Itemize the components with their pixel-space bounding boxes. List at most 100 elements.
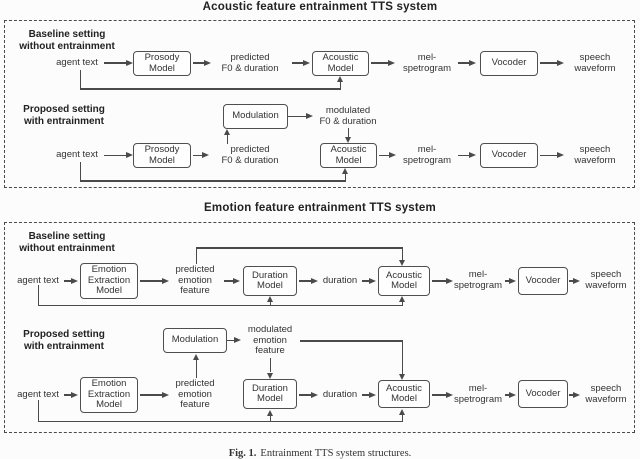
vocoder-label: Vocoder <box>525 274 561 286</box>
acoustic-model-box: Acoustic Model <box>320 143 377 168</box>
connector-line <box>227 135 229 144</box>
connector-line <box>345 173 347 181</box>
connector-line <box>140 394 163 396</box>
acoustic-system-frame <box>4 20 635 188</box>
connector-line <box>196 247 403 249</box>
connector-line <box>196 359 198 378</box>
mel-spectrogram-label: mel- spetrogram <box>402 144 452 166</box>
agent-text-label: agent text <box>17 275 59 286</box>
speech-waveform-label: speech waveform <box>585 383 627 405</box>
emotion-extraction-model-box: Emotion Extraction Model <box>80 263 138 299</box>
connector-line <box>193 62 205 64</box>
modulation-box: Modulation <box>223 104 288 129</box>
duration-model-label: Duration Model <box>252 269 288 291</box>
connector-line <box>362 280 370 282</box>
acoustic-model-box: Acoustic Model <box>378 380 430 408</box>
connector-line <box>288 115 307 118</box>
acoustic-model-label: Acoustic Model <box>322 52 359 74</box>
connector-line <box>402 300 404 305</box>
acoustic-proposed-label: Proposed setting with entrainment <box>23 104 105 127</box>
connector-line <box>80 162 82 182</box>
connector-line <box>299 394 312 396</box>
connector-line <box>458 154 470 157</box>
arrowhead-right <box>389 152 396 158</box>
connector-line <box>38 285 40 306</box>
emotion-extraction-model-box: Emotion Extraction Model <box>80 377 138 413</box>
connector-line <box>196 248 198 264</box>
arrowhead-right <box>303 59 310 66</box>
speech-waveform-label: speech waveform <box>574 144 616 166</box>
connector-line <box>540 62 558 64</box>
arrowhead-right <box>369 391 376 398</box>
arrowhead-right <box>557 59 564 66</box>
figure-caption-number: Fig. 1. <box>228 448 257 459</box>
emotion-system-frame <box>4 222 635 433</box>
arrowhead-up <box>399 295 405 302</box>
modulated-emotion-label: modulated emotion feature <box>247 324 293 356</box>
arrowhead-down <box>399 259 405 266</box>
connector-line <box>140 280 163 282</box>
connector-line <box>270 300 272 305</box>
modulated-f0-label: modulated F0 & duration <box>319 105 377 127</box>
arrowhead-down <box>267 372 273 379</box>
arrowhead-right <box>311 277 318 284</box>
connector-line <box>379 154 390 157</box>
arrowhead-right <box>557 152 564 158</box>
connector-line <box>402 341 404 374</box>
connector-line <box>362 394 370 396</box>
connector-line <box>569 280 574 282</box>
connector-line <box>432 394 447 396</box>
connector-line <box>38 420 403 422</box>
arrowhead-right <box>204 59 211 66</box>
emotion-system-title: Emotion feature entrainment TTS system <box>204 202 436 214</box>
connector-line <box>64 280 72 282</box>
arrowhead-up <box>399 408 405 415</box>
arrowhead-right <box>202 152 209 158</box>
arrowhead-right <box>446 277 453 284</box>
arrowhead-right <box>126 152 133 158</box>
arrowhead-right <box>573 277 580 284</box>
emotion-extraction-model-label: Emotion Extraction Model <box>87 378 131 411</box>
duration-model-label: Duration Model <box>252 382 288 404</box>
arrowhead-right <box>509 277 516 284</box>
prosody-model-box: Prosody Model <box>133 143 191 168</box>
predicted-f0-label: predicted F0 & duration <box>221 52 279 74</box>
connector-line <box>104 154 127 157</box>
connector-line <box>80 70 82 89</box>
arrowhead-right <box>509 391 516 398</box>
vocoder-label: Vocoder <box>491 149 527 161</box>
arrowhead-down <box>399 373 405 380</box>
arrowhead-right <box>234 337 241 343</box>
duration-label: duration <box>322 275 358 286</box>
connector-line <box>458 62 470 64</box>
arrowhead-right <box>162 391 169 398</box>
speech-waveform-label: speech waveform <box>574 52 616 74</box>
emotion-proposed-label: Proposed setting with entrainment <box>23 329 105 352</box>
arrowhead-right <box>71 277 78 284</box>
arrowhead-right <box>311 391 318 398</box>
predicted-f0-label: predicted F0 & duration <box>221 144 279 166</box>
acoustic-model-label: Acoustic Model <box>386 269 422 291</box>
connector-line <box>270 358 272 372</box>
emotion-extraction-model-label: Emotion Extraction Model <box>87 264 131 297</box>
connector-line <box>371 62 389 64</box>
arrowhead-right <box>162 277 169 284</box>
arrowhead-right <box>233 277 240 284</box>
modulation-box: Modulation <box>163 328 227 353</box>
duration-model-box: Duration Model <box>243 379 297 409</box>
arrowhead-up <box>267 295 273 302</box>
arrowhead-down <box>345 136 351 143</box>
prosody-model-label: Prosody Model <box>144 52 180 74</box>
arrowhead-right <box>446 391 453 398</box>
arrowhead-up <box>342 167 348 174</box>
arrowhead-right <box>469 152 476 158</box>
acoustic-model-label: Acoustic Model <box>386 382 422 404</box>
connector-line <box>104 62 127 64</box>
connector-line <box>505 394 510 396</box>
predicted-emotion-label: predicted emotion feature <box>175 378 215 410</box>
connector-line <box>540 154 558 157</box>
connector-line <box>224 280 234 282</box>
agent-text-label: agent text <box>56 57 98 68</box>
connector-line <box>38 304 403 306</box>
arrowhead-right <box>573 391 580 398</box>
